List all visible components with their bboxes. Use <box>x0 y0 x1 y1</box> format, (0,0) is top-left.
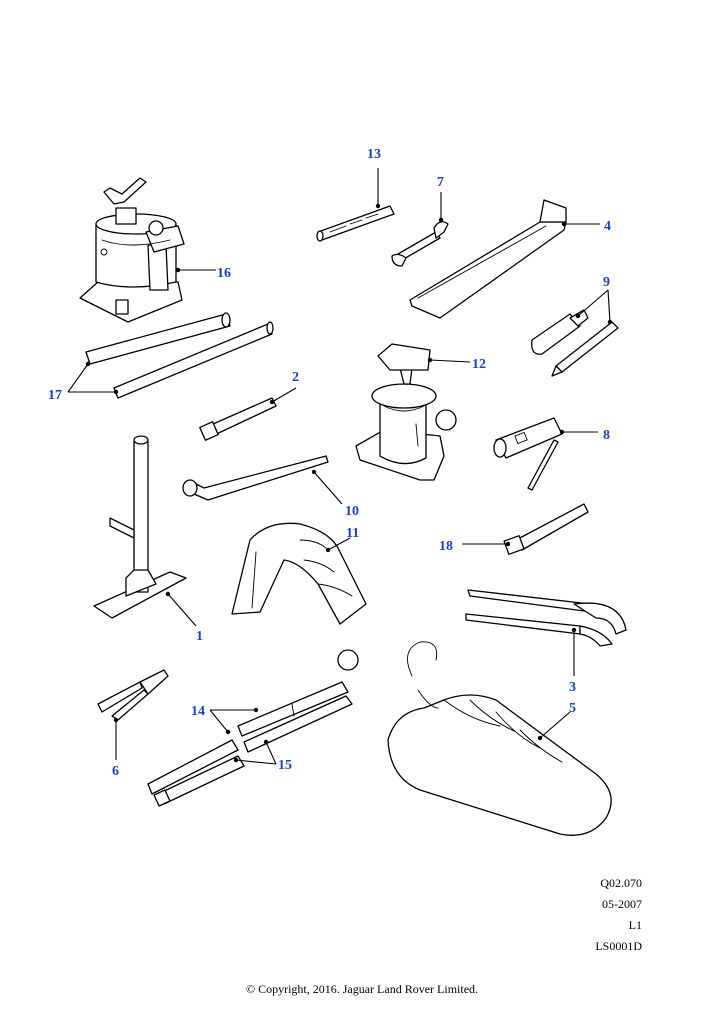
copyright-notice: © Copyright, 2016. Jaguar Land Rover Lim… <box>245 982 479 996</box>
callout-4: 4 <box>604 219 611 234</box>
part-drift[interactable] <box>316 205 395 242</box>
part-adjustable-pliers[interactable] <box>465 589 627 647</box>
callout-18: 18 <box>439 539 453 554</box>
callout-17: 17 <box>48 388 62 403</box>
part-wheel-wrench[interactable] <box>182 455 329 501</box>
callout-6: 6 <box>112 764 119 779</box>
part-spanner[interactable] <box>391 221 449 267</box>
part-socket-extension[interactable] <box>503 503 589 555</box>
part-box-spanner[interactable] <box>493 417 563 491</box>
callout-numbers: 1 2 3 4 5 6 7 8 9 10 11 12 13 14 15 16 1… <box>48 147 611 779</box>
part-pliers[interactable] <box>97 669 169 721</box>
part-screw-jack[interactable] <box>355 343 457 481</box>
callout-14: 14 <box>191 704 205 719</box>
part-tool-roll[interactable] <box>387 641 612 836</box>
illustration-code: LS0001D <box>595 939 642 953</box>
leader-lines <box>67 168 613 765</box>
callout-12: 12 <box>472 357 486 372</box>
callout-5: 5 <box>569 701 576 716</box>
callout-13: 13 <box>367 147 381 162</box>
part-bottle-jack[interactable] <box>79 177 185 323</box>
part-stand[interactable] <box>93 435 187 619</box>
part-jack-handle[interactable] <box>85 312 274 399</box>
part-wheel-brace[interactable] <box>147 649 359 807</box>
part-tool-strap[interactable] <box>409 199 567 319</box>
callout-7: 7 <box>437 175 444 190</box>
part-screwdriver[interactable] <box>531 309 619 377</box>
callout-2: 2 <box>292 370 299 385</box>
reference-code: Q02.070 <box>600 876 642 890</box>
callout-3: 3 <box>569 680 576 695</box>
part-tool-tray[interactable] <box>231 522 367 625</box>
callout-8: 8 <box>603 428 610 443</box>
callout-15: 15 <box>278 758 292 773</box>
part-adaptor-bar[interactable] <box>199 397 277 441</box>
issue-date: 05-2007 <box>602 897 642 911</box>
callout-11: 11 <box>346 526 359 541</box>
callout-9: 9 <box>603 275 610 290</box>
callout-10: 10 <box>345 504 359 519</box>
callout-1: 1 <box>196 629 203 644</box>
level-code: L1 <box>628 918 642 932</box>
callout-16: 16 <box>217 266 231 281</box>
